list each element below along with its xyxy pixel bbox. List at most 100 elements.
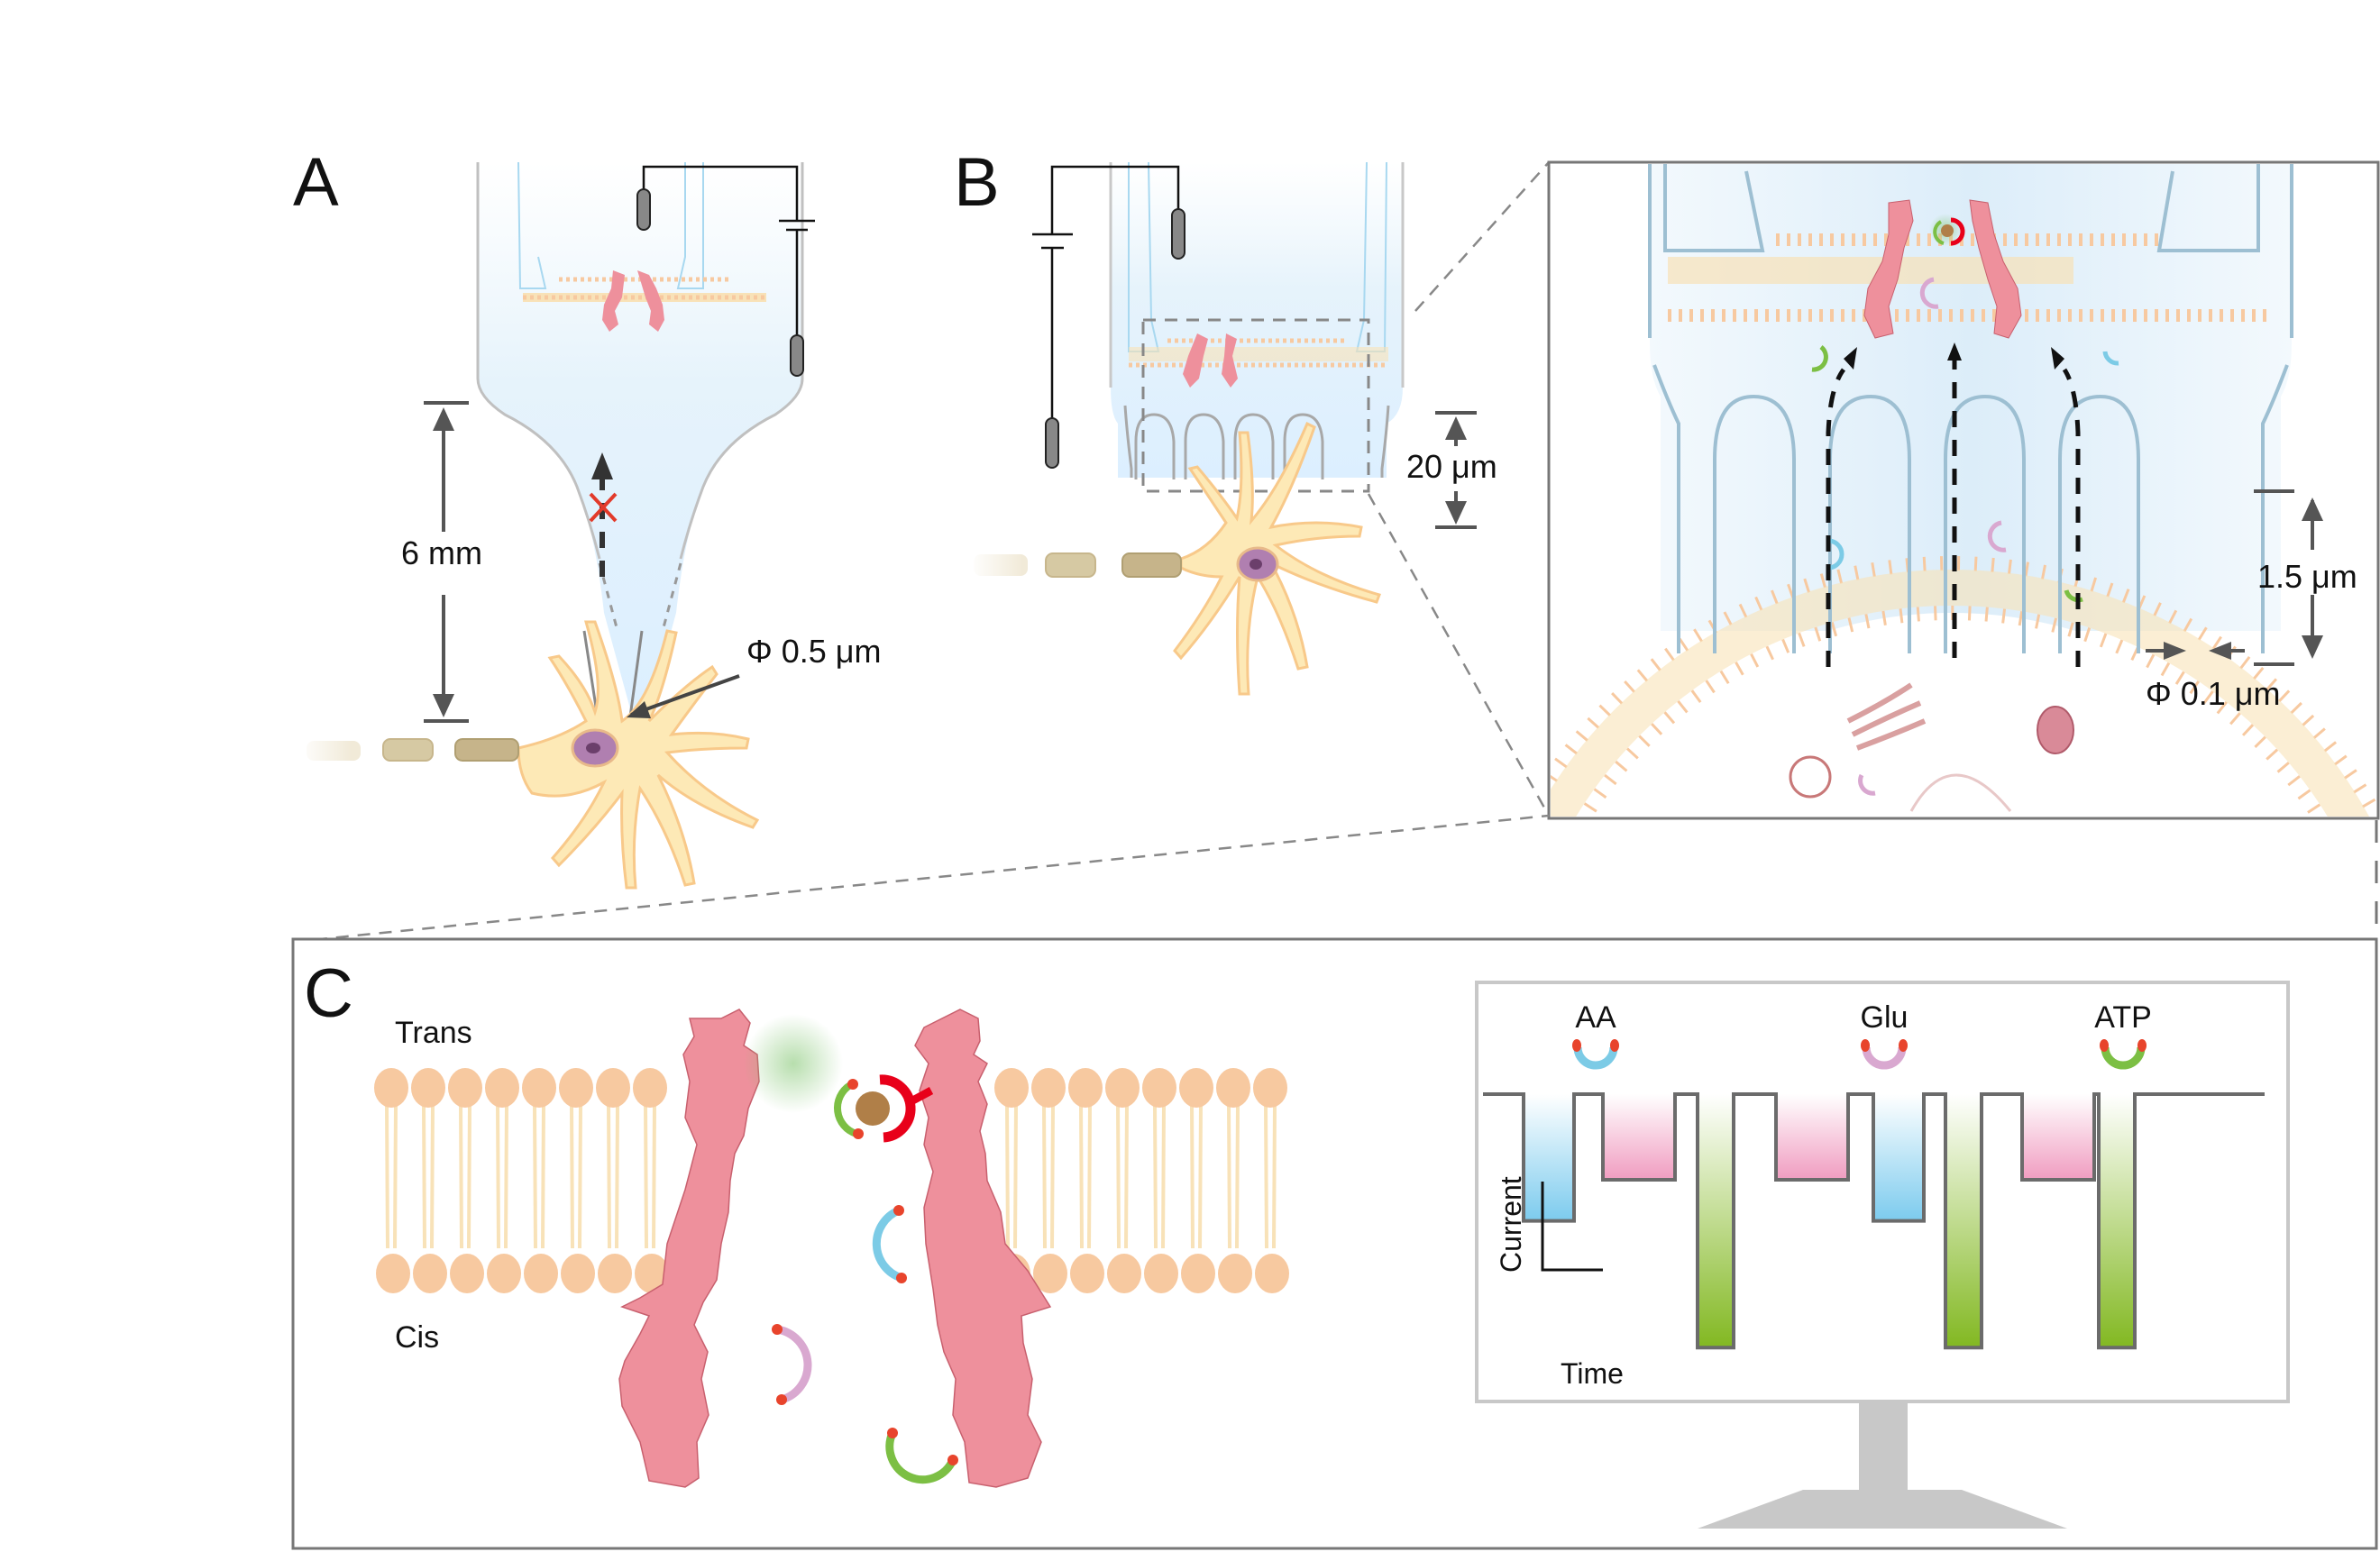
electrode-a-2 bbox=[790, 334, 804, 377]
lipid-head-trans bbox=[1068, 1068, 1103, 1108]
tip-diameter-label: Φ 0.5 μm bbox=[746, 633, 882, 670]
tip-pointer bbox=[630, 674, 740, 717]
monitor-stand bbox=[1698, 1490, 2067, 1529]
lipid-head-trans bbox=[633, 1068, 667, 1108]
lipid-tail bbox=[430, 1103, 435, 1249]
lipid-tail bbox=[644, 1103, 648, 1249]
free-atp-molecule bbox=[885, 1428, 958, 1484]
golgi-apparatus bbox=[1846, 682, 1927, 751]
legend-label-aa: AA bbox=[1575, 1000, 1616, 1035]
lipid-tail bbox=[467, 1103, 471, 1249]
free-aa-molecule bbox=[872, 1205, 907, 1283]
lipid-tail bbox=[1227, 1103, 1231, 1249]
nanopore-left-half bbox=[618, 1009, 760, 1488]
panel-a: A bbox=[293, 144, 882, 890]
adapter-inset bbox=[1941, 224, 1954, 237]
lipid-tail bbox=[615, 1103, 619, 1249]
trace-line bbox=[1483, 1092, 2265, 1350]
pillar-gap-label: Φ 0.1 μm bbox=[2146, 675, 2281, 712]
lipid-tail bbox=[578, 1103, 582, 1249]
event-atp bbox=[2099, 1094, 2135, 1348]
aa-molecule-cell bbox=[1827, 538, 1844, 571]
arrow-icon-center bbox=[1947, 342, 1962, 361]
lipid-head-cis bbox=[376, 1254, 410, 1293]
lipid-tail bbox=[1153, 1103, 1158, 1249]
nanopipette-inset-walls bbox=[1648, 164, 2293, 653]
panel-b-letter: B bbox=[954, 144, 1000, 221]
lipid-head-cis bbox=[1107, 1254, 1141, 1293]
arrow-icon-left bbox=[1844, 347, 1857, 370]
legend-molecule-atp bbox=[2101, 1046, 2146, 1070]
myelin-b-2 bbox=[1045, 552, 1096, 578]
dimension-20um bbox=[1435, 411, 1477, 529]
nanopore-b bbox=[1183, 333, 1238, 388]
lipid-head-trans bbox=[596, 1068, 630, 1108]
event-atp bbox=[1698, 1094, 1734, 1348]
lipid-head-trans bbox=[448, 1068, 482, 1108]
panel-a-letter: A bbox=[293, 144, 339, 221]
cell-membrane-inner bbox=[1576, 606, 2328, 817]
lipid-tail bbox=[1013, 1103, 1018, 1249]
distance-label: 6 mm bbox=[401, 534, 482, 571]
transport-paths-inset bbox=[1826, 356, 2081, 667]
lipid-head-trans bbox=[559, 1068, 593, 1108]
lipid-head-cis bbox=[487, 1254, 521, 1293]
zoom-inset: 1.5 μm Φ 0.1 μm bbox=[1547, 160, 2380, 820]
trace-axes bbox=[1541, 1182, 1603, 1272]
current-trace bbox=[1483, 1092, 2265, 1350]
pillar-height-label: 1.5 μm bbox=[2257, 558, 2357, 595]
lipid-head-trans bbox=[374, 1068, 408, 1108]
event-aa bbox=[1873, 1094, 1924, 1221]
lipid-tail bbox=[541, 1103, 545, 1249]
circuit-b bbox=[1032, 165, 1180, 433]
lipid-head-trans bbox=[1253, 1068, 1287, 1108]
bound-atp-molecule bbox=[834, 1082, 858, 1137]
lipid-tail bbox=[1190, 1103, 1195, 1249]
pipette-tip-dashed-left bbox=[598, 562, 619, 632]
adapter-molecule bbox=[856, 1091, 890, 1126]
atp-molecule bbox=[1811, 345, 1828, 372]
height-label: 20 μm bbox=[1406, 448, 1497, 485]
arrow-up-icon bbox=[591, 452, 613, 479]
lipid-head-trans bbox=[411, 1068, 445, 1108]
glu-molecule-cell bbox=[1987, 520, 2007, 552]
membrane-support-right bbox=[676, 162, 704, 289]
lipid-head-cis bbox=[1070, 1254, 1104, 1293]
lipid-tail bbox=[1087, 1103, 1092, 1249]
y-axis-label: Current bbox=[1495, 1176, 1527, 1273]
lipid-head-trans bbox=[1142, 1068, 1176, 1108]
legend-molecule-aa bbox=[1573, 1046, 1618, 1070]
arrow-icon-right bbox=[2051, 347, 2064, 370]
dimension-1.5um bbox=[2146, 489, 2323, 666]
event-glu bbox=[1776, 1094, 1848, 1180]
nanopore-inset bbox=[1863, 199, 2022, 339]
lipid-head-cis bbox=[561, 1254, 595, 1293]
nanopore-a bbox=[602, 270, 664, 332]
neuron-a bbox=[298, 620, 760, 890]
lipid-head-cis bbox=[598, 1254, 632, 1293]
lipid-head-trans bbox=[485, 1068, 519, 1108]
pipette-tip-dashed-right bbox=[661, 562, 682, 632]
zoom-connector-top bbox=[1414, 161, 1550, 312]
lipid-tail bbox=[422, 1103, 426, 1249]
lipid-tail bbox=[385, 1103, 389, 1249]
lipid-tail bbox=[1050, 1103, 1055, 1249]
lipid-tail bbox=[1005, 1103, 1010, 1249]
lipid-head-cis bbox=[413, 1254, 447, 1293]
trans-label: Trans bbox=[395, 1016, 472, 1050]
lipid-head-trans bbox=[522, 1068, 556, 1108]
myelin-2 bbox=[382, 738, 434, 762]
free-glu-molecule bbox=[772, 1324, 812, 1405]
electrode-b-2 bbox=[1045, 417, 1059, 469]
electrode-a-1 bbox=[636, 188, 651, 231]
legend-molecule-glu bbox=[1862, 1046, 1907, 1070]
glu-molecule-cell-2 bbox=[1858, 773, 1876, 796]
lipid-tail bbox=[1198, 1103, 1203, 1249]
zoom-region-box bbox=[1141, 318, 1370, 493]
lipid-tail bbox=[1161, 1103, 1166, 1249]
lipid-bilayer-a bbox=[523, 277, 766, 302]
lipid-tail bbox=[504, 1103, 508, 1249]
lipid-head-cis bbox=[1218, 1254, 1252, 1293]
